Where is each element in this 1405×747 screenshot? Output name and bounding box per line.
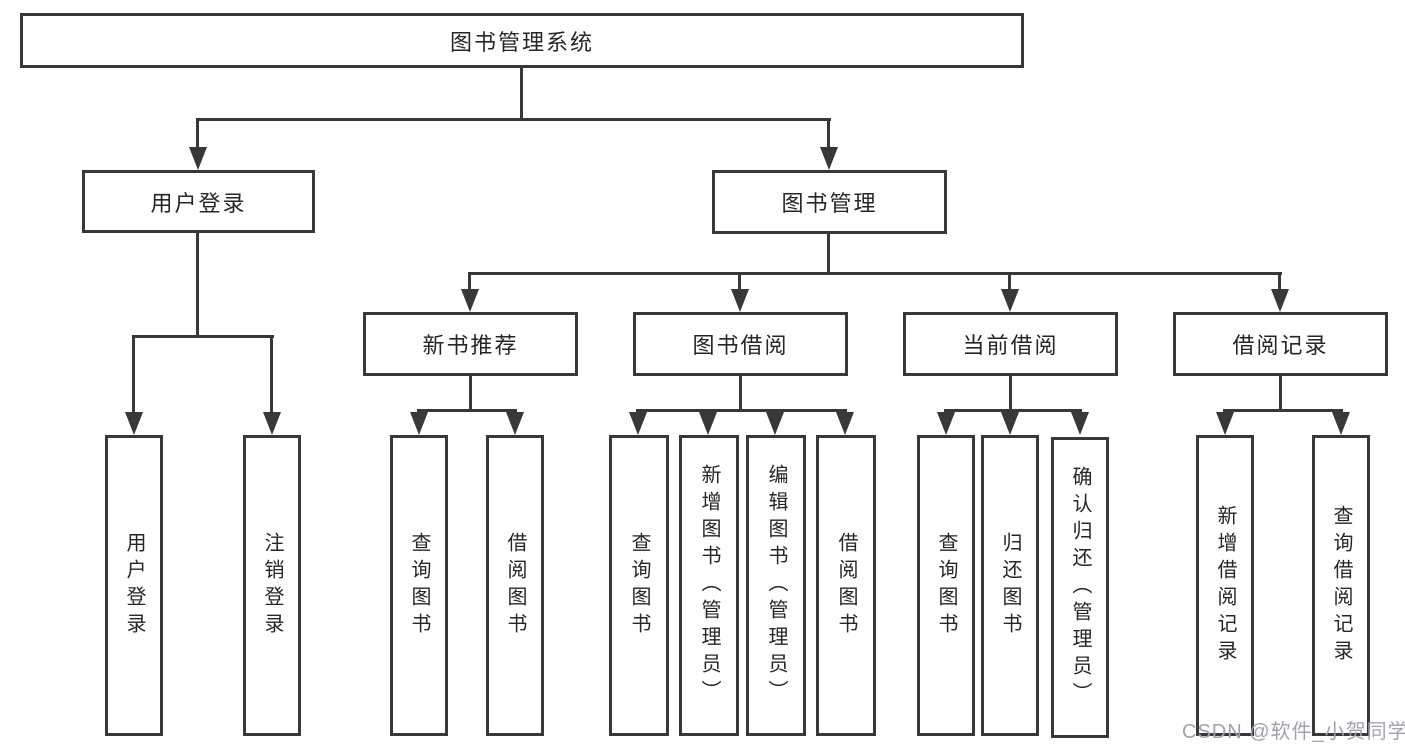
- leaf-label: 查询图书: [935, 531, 957, 640]
- arrow-down-icon: [629, 412, 647, 435]
- leaf-user-login: 用户登录: [105, 435, 163, 736]
- arrow-down-icon: [263, 412, 281, 435]
- leaf-borrow-books: 借阅图书: [816, 435, 876, 736]
- arrow-down-icon: [1332, 412, 1350, 435]
- connector-stem: [827, 118, 830, 152]
- connector-stem: [468, 272, 471, 292]
- leaf-add-books-admin: 新增图书（管理员）: [679, 435, 739, 736]
- leaf-label: 查询借阅记录: [1330, 504, 1352, 667]
- leaf-label: 借阅图书: [835, 531, 857, 640]
- connector-trunk: [469, 376, 472, 411]
- leaf-logout: 注销登录: [243, 435, 301, 736]
- leaf-edit-books-admin: 编辑图书（管理员）: [746, 435, 806, 736]
- connector-stem: [270, 335, 273, 415]
- node-label: 借阅记录: [1232, 333, 1329, 358]
- node-label: 图书管理系统: [449, 29, 594, 55]
- node-label: 当前借阅: [962, 333, 1059, 358]
- node-library-system: 图书管理系统: [20, 13, 1024, 68]
- watermark-csdn: CSDN @软件_小贺同学: [1182, 721, 1405, 743]
- leaf-query-books-current: 查询图书: [917, 435, 975, 736]
- arrow-down-icon: [506, 412, 524, 435]
- arrow-down-icon: [1071, 412, 1089, 435]
- connector-trunk: [1009, 376, 1012, 411]
- node-label: 图书管理: [781, 191, 878, 216]
- arrow-down-icon: [410, 412, 428, 435]
- node-user-login: 用户登录: [82, 170, 315, 233]
- node-borrowing-records: 借阅记录: [1173, 312, 1388, 376]
- connector-root-trunk: [520, 68, 523, 120]
- connector-login-trunk: [196, 233, 199, 337]
- leaf-confirm-return-admin: 确认归还（管理员）: [1051, 437, 1109, 738]
- connector-trunk: [739, 376, 742, 411]
- leaf-query-books-recommend: 查询图书: [390, 435, 448, 736]
- arrow-down-icon: [937, 412, 955, 435]
- connector-trunk: [1279, 376, 1282, 411]
- arrow-down-icon: [1001, 412, 1019, 435]
- node-book-management: 图书管理: [712, 170, 947, 234]
- leaf-query-books-borrow: 查询图书: [609, 435, 669, 736]
- connector-stem: [738, 272, 741, 292]
- connector-root-split: [196, 118, 831, 121]
- node-current-borrowing: 当前借阅: [903, 312, 1118, 376]
- node-label: 图书借阅: [692, 333, 789, 358]
- arrow-down-icon: [699, 412, 717, 435]
- node-new-book-recommendation: 新书推荐: [363, 312, 578, 376]
- leaf-label: 归还图书: [999, 531, 1021, 640]
- connector-mgmt-split: [468, 272, 1282, 275]
- connector-split: [1223, 409, 1343, 412]
- node-label: 用户登录: [150, 190, 247, 216]
- arrow-down-icon: [189, 147, 207, 170]
- connector-stem: [132, 335, 135, 415]
- connector-login-split: [132, 335, 274, 338]
- leaf-return-books: 归还图书: [981, 435, 1039, 736]
- connector-stem: [196, 118, 199, 152]
- leaf-label: 编辑图书（管理员）: [765, 464, 787, 707]
- arrow-down-icon: [1216, 412, 1234, 435]
- arrow-down-icon: [820, 147, 838, 170]
- arrow-down-icon: [125, 412, 143, 435]
- node-book-borrowing: 图书借阅: [633, 312, 848, 376]
- node-label: 新书推荐: [422, 333, 519, 358]
- leaf-borrow-books-recommend: 借阅图书: [486, 435, 544, 736]
- leaf-label: 用户登录: [123, 531, 145, 640]
- arrow-down-icon: [766, 412, 784, 435]
- leaf-label: 新增借阅记录: [1214, 504, 1236, 667]
- connector-stem: [1008, 272, 1011, 292]
- arrow-down-icon: [836, 412, 854, 435]
- leaf-add-borrow-record: 新增借阅记录: [1196, 435, 1254, 736]
- connector-mgmt-trunk: [827, 234, 830, 275]
- connector-stem: [1278, 272, 1281, 292]
- arrow-down-icon: [731, 289, 749, 312]
- leaf-label: 查询图书: [628, 531, 650, 640]
- leaf-label: 新增图书（管理员）: [698, 464, 720, 707]
- arrow-down-icon: [1001, 289, 1019, 312]
- leaf-label: 注销登录: [261, 531, 283, 640]
- leaf-label: 确认归还（管理员）: [1069, 466, 1091, 709]
- leaf-label: 查询图书: [408, 531, 430, 640]
- connector-split: [944, 409, 1082, 412]
- connector-split: [636, 409, 847, 412]
- arrow-down-icon: [461, 289, 479, 312]
- connector-split: [417, 409, 517, 412]
- leaf-label: 借阅图书: [504, 531, 526, 640]
- arrow-down-icon: [1271, 289, 1289, 312]
- leaf-query-borrow-record: 查询借阅记录: [1312, 435, 1370, 736]
